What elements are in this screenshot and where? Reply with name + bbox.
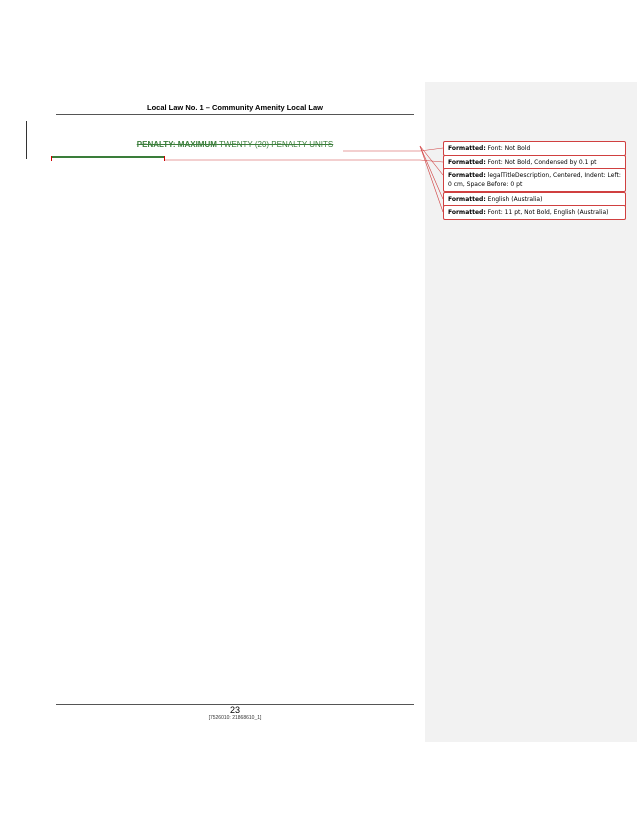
deletion-marker-right (164, 156, 165, 161)
balloon-text: legalTitleDescription, Centered, Indent:… (448, 172, 621, 188)
balloon-label: Formatted: (448, 209, 486, 216)
document-page (0, 0, 425, 825)
format-balloon-5[interactable]: Formatted: Font: 11 pt, Not Bold, Englis… (443, 205, 626, 220)
footer-rule (56, 704, 414, 705)
balloon-label: Formatted: (448, 145, 486, 152)
balloon-text: English (Australia) (485, 196, 543, 203)
document-reference: [7526010: 21868610_1] (208, 715, 262, 721)
format-balloon-3[interactable]: Formatted: legalTitleDescription, Center… (443, 168, 626, 192)
deleted-paragraph-mark (51, 156, 165, 158)
header-title: Local Law No. 1 – Community Amenity Loca… (146, 103, 323, 112)
format-balloon-2[interactable]: Formatted: Font: Not Bold, Condensed by … (443, 155, 626, 170)
header-rule (56, 114, 414, 115)
change-bar (26, 121, 27, 159)
balloon-label: Formatted: (448, 196, 486, 203)
balloon-text: Font: 11 pt, Not Bold, English (Australi… (485, 209, 609, 216)
balloon-text: Font: Not Bold, Condensed by 0.1 pt (485, 159, 597, 166)
format-balloon-1[interactable]: Formatted: Font: Not Bold (443, 141, 626, 156)
deletion-marker-left (51, 156, 52, 161)
penalty-bold-text: PENALTY: MAXIMUM (136, 140, 217, 149)
penalty-rest-text: TWENTY (20) PENALTY UNITS (216, 140, 334, 149)
page-number: 23 (229, 705, 240, 715)
balloon-text: Font: Not Bold (485, 145, 531, 152)
penalty-line[interactable]: PENALTY: MAXIMUM TWENTY (20) PENALTY UNI… (56, 140, 414, 149)
balloon-label: Formatted: (448, 159, 486, 166)
balloon-label: Formatted: (448, 172, 486, 179)
